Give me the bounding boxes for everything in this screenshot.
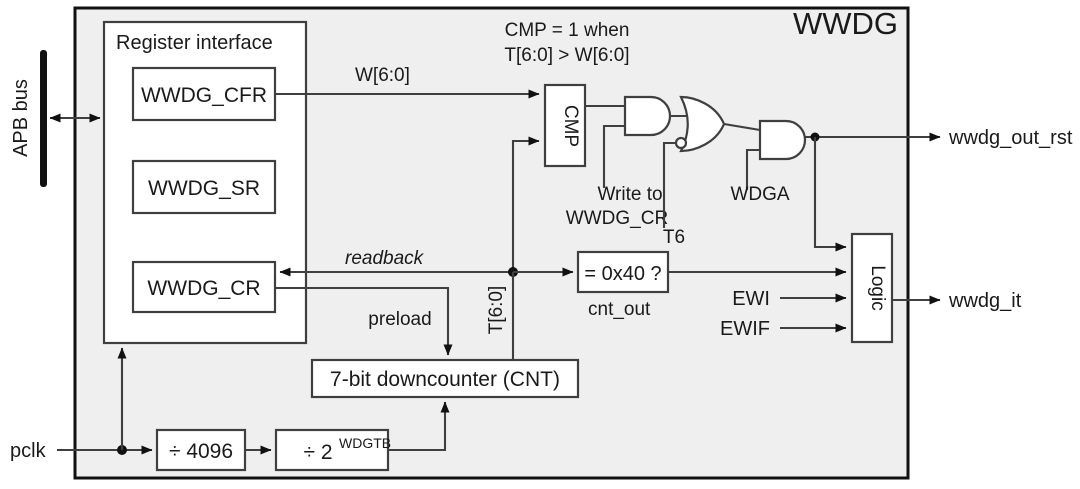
signal-label-write-to-line1: Write to [597,184,662,205]
signal-label-t6: T6 [663,227,685,248]
signal-label-ewi: EWI [732,288,770,310]
downcounter-block [310,358,580,399]
register-interface-title: Register interface [116,32,273,54]
signal-label-cnt-out: cnt_out [588,299,651,320]
register-label-wwdg-cfr: WWDG_CFR [141,84,267,107]
input-label-pclk: pclk [10,440,47,462]
signal-label-w-bus: W[6:0] [355,65,410,86]
cmp-note-line2: T[6:0] > W[6:0] [504,45,629,66]
register-label-wwdg-sr: WWDG_SR [148,177,260,200]
and-gate-1 [623,95,672,137]
cmp-note-line1: CMP = 1 when [505,20,630,41]
downcounter-label: 7-bit downcounter (CNT) [330,368,560,391]
wire-write-to-and1 [602,124,625,188]
cmp-block [543,83,587,168]
wire-wdga-to-and2 [745,148,760,190]
signal-label-t-bus: T[6:0] [486,286,507,335]
register-box-wwdg-sr [131,159,277,215]
signal-label-write-to-line2: WWDG_CR [566,208,668,229]
signal-label-preload: preload [368,309,431,330]
register-label-wwdg-cr: WWDG_CR [147,277,260,300]
signal-label-wdga: WDGA [730,184,789,205]
compare-block-label: = 0x40 ? [584,263,661,285]
page-title: WWDG [793,6,898,41]
cmp-block-label: CMP [560,105,581,147]
output-label-wwdg-out-rst: wwdg_out_rst [948,127,1073,149]
or-gate-1-inversion-bubble [674,136,688,150]
signal-label-ewif: EWIF [720,318,770,340]
prescaler-wdgtb-exponent: WDGTB [339,435,391,451]
apb-bus-bar [40,50,47,187]
prescaler-wdgtb-block [274,428,390,472]
wire-preload [275,286,453,356]
prescaler-4096-label: ÷ 4096 [169,440,233,463]
wire-t-bus-to-cmp [511,136,540,272]
logic-block-label: Logic [867,265,888,310]
logic-block [850,232,894,344]
or-gate-1 [679,95,726,153]
output-label-wwdg-it: wwdg_it [948,290,1022,312]
register-box-wwdg-cfr [131,66,277,122]
wire-rst-to-logic [813,137,847,252]
wire-t6-to-or1 [662,141,676,228]
wire-clock-to-downcounter [388,401,450,452]
prescaler-wdgtb-base: ÷ 2 [303,441,332,464]
signal-label-readback: readback [345,248,425,269]
wire-or1-to-and2 [723,122,761,132]
and-gate-2 [758,119,807,161]
apb-bus-label: APB bus [10,79,32,157]
